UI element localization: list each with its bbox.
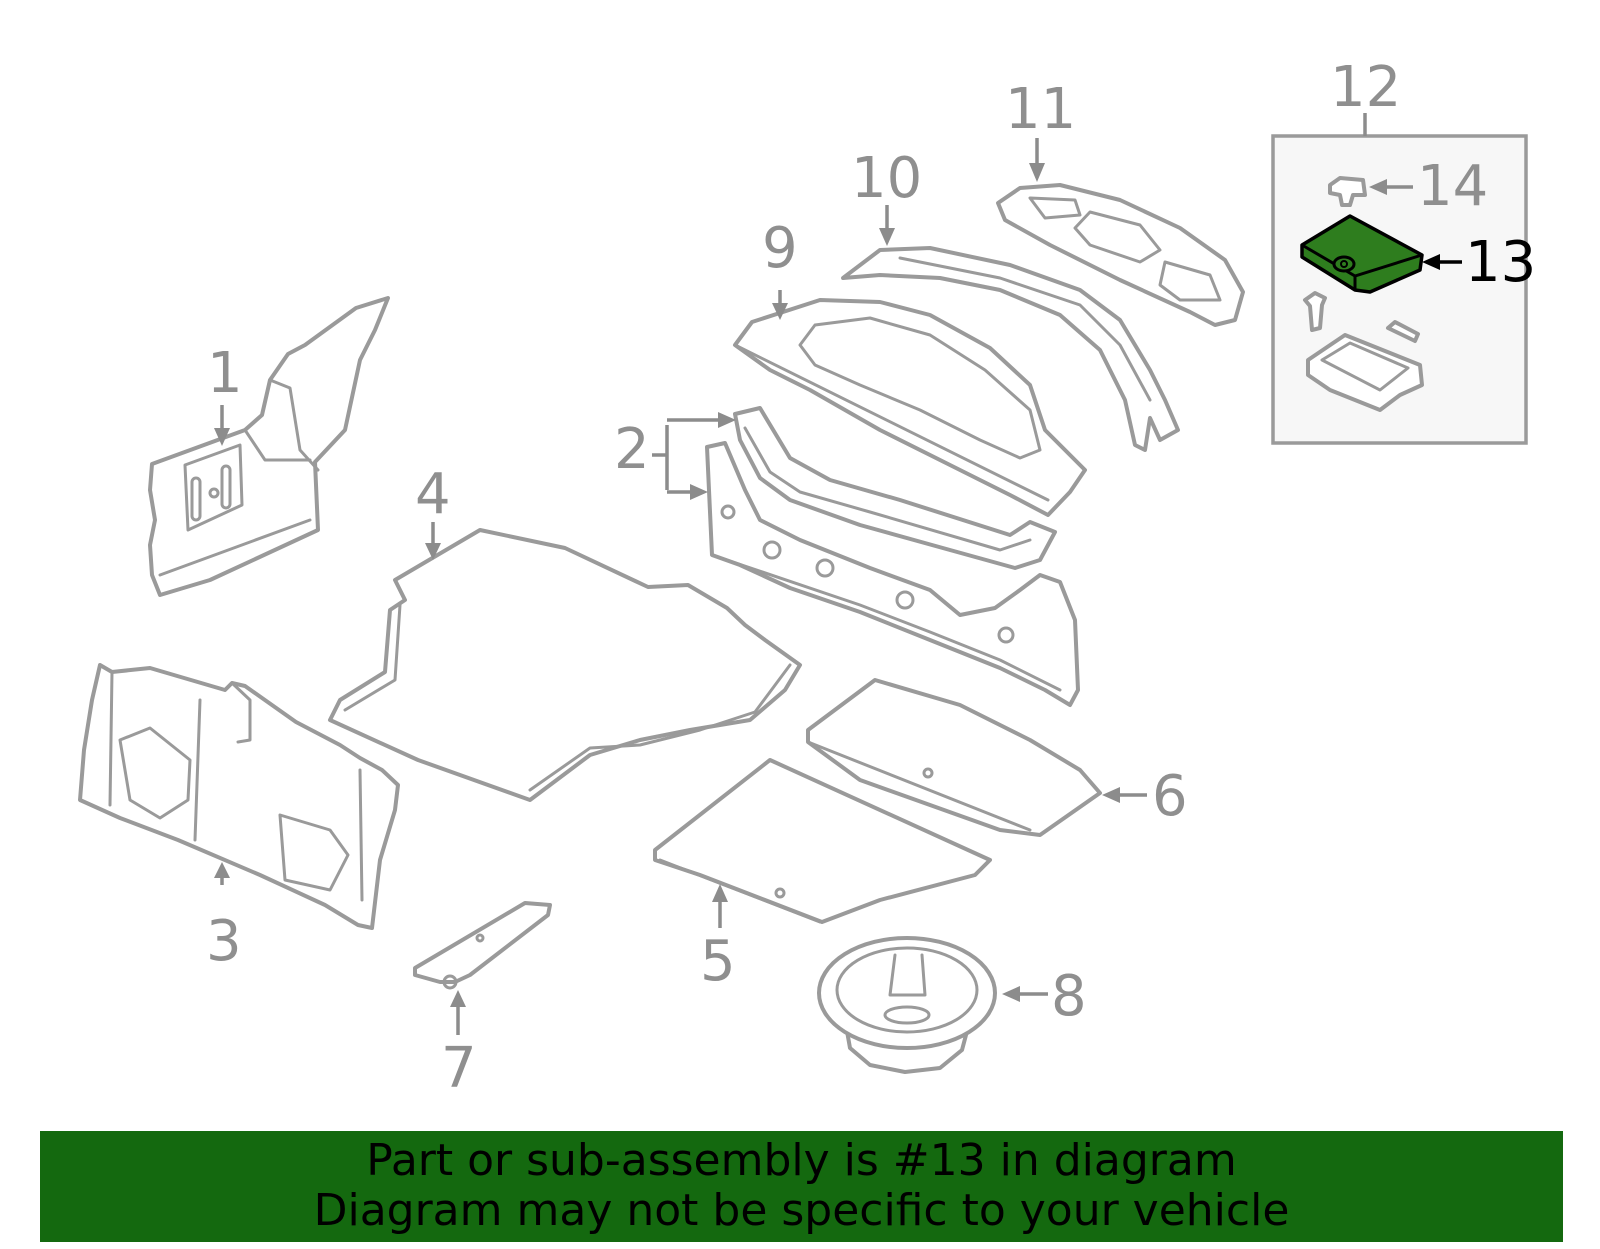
callout-7: 7 xyxy=(441,1036,477,1101)
footer-line-2: Diagram may not be specific to your vehi… xyxy=(313,1185,1290,1236)
callout-8: 8 xyxy=(1051,964,1087,1029)
callout-14: 14 xyxy=(1417,154,1488,219)
part-4-floor-mat xyxy=(328,528,802,802)
callout-labels: 1 2 3 4 5 6 7 8 9 10 11 12 14 13 xyxy=(206,55,1536,1101)
part-1-quarter-trim xyxy=(148,296,390,597)
part-8-tire-well xyxy=(817,936,997,1074)
part-10-upper-trim xyxy=(841,246,1180,452)
callout-13: 13 xyxy=(1465,230,1536,295)
callout-11: 11 xyxy=(1005,77,1076,142)
callout-6: 6 xyxy=(1152,764,1188,829)
part-7-bracket xyxy=(413,901,552,990)
footer-banner: Part or sub-assembly is #13 in diagram D… xyxy=(40,1131,1563,1242)
part-11-rear-shelf xyxy=(996,183,1245,327)
callout-5: 5 xyxy=(700,929,736,994)
leader-arrows xyxy=(214,113,1462,1035)
part-9-package-tray xyxy=(733,298,1087,517)
callout-9: 9 xyxy=(762,216,798,281)
part-3-side-trim xyxy=(78,663,400,930)
callout-1: 1 xyxy=(207,341,243,406)
callout-12: 12 xyxy=(1330,55,1401,120)
footer-line-1: Part or sub-assembly is #13 in diagram xyxy=(366,1135,1237,1186)
part-2-rear-trim xyxy=(705,406,1080,707)
callout-3: 3 xyxy=(206,909,242,974)
part-6-cargo-cover xyxy=(806,678,1102,837)
callout-10: 10 xyxy=(851,146,922,211)
part-13-highlighted-lid xyxy=(1300,214,1424,294)
callout-2: 2 xyxy=(614,417,650,482)
callout-4: 4 xyxy=(415,462,451,527)
part-5-floor-board xyxy=(653,758,992,924)
